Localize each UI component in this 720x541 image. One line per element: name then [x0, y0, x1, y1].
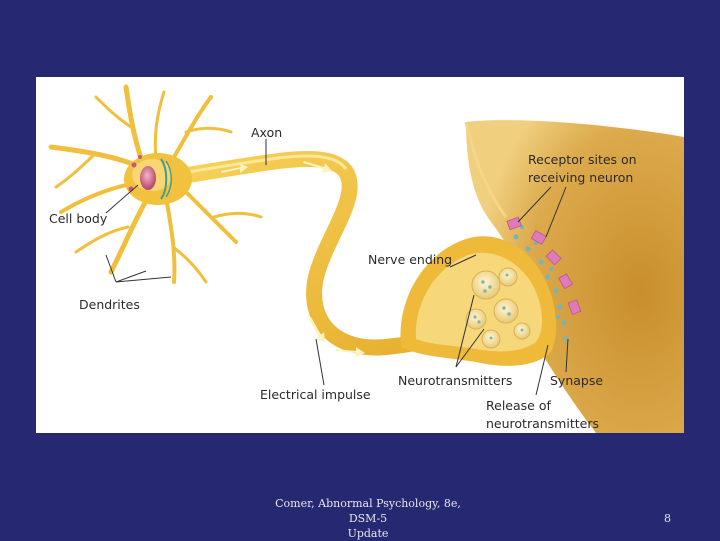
vesicles — [465, 267, 531, 349]
label-receptor-line1: Receptor sites on — [528, 152, 637, 167]
page-number: 8 — [664, 512, 671, 525]
neuron-diagram: Axon Cell body Dendrites Receptor sites … — [36, 77, 684, 433]
label-neurotransmitters: Neurotransmitters — [398, 373, 512, 388]
label-receptor-line2: receiving neuron — [528, 170, 633, 185]
label-dendrites: Dendrites — [79, 297, 140, 312]
label-cell-body: Cell body — [49, 211, 108, 226]
receiving-neuron — [466, 120, 684, 433]
label-synapse: Synapse — [550, 373, 603, 388]
label-release-line2: neurotransmitters — [486, 416, 599, 431]
impulse-arrows — [221, 161, 365, 357]
label-pointers — [105, 139, 569, 396]
nucleus — [140, 166, 156, 190]
citation-line2: Update — [347, 527, 389, 540]
label-electrical-impulse: Electrical impulse — [260, 387, 371, 402]
receptor-sites — [506, 216, 582, 315]
released-neurotransmitters — [513, 225, 569, 342]
citation-line1: Comer, Abnormal Psychology, 8e, DSM-5 — [275, 497, 461, 525]
neuron-illustration: Axon Cell body Dendrites Receptor sites … — [48, 84, 684, 433]
label-axon: Axon — [251, 125, 282, 140]
label-release-line1: Release of — [486, 398, 551, 413]
citation: Comer, Abnormal Psychology, 8e, DSM-5 Up… — [258, 496, 478, 541]
label-nerve-ending: Nerve ending — [368, 252, 452, 267]
